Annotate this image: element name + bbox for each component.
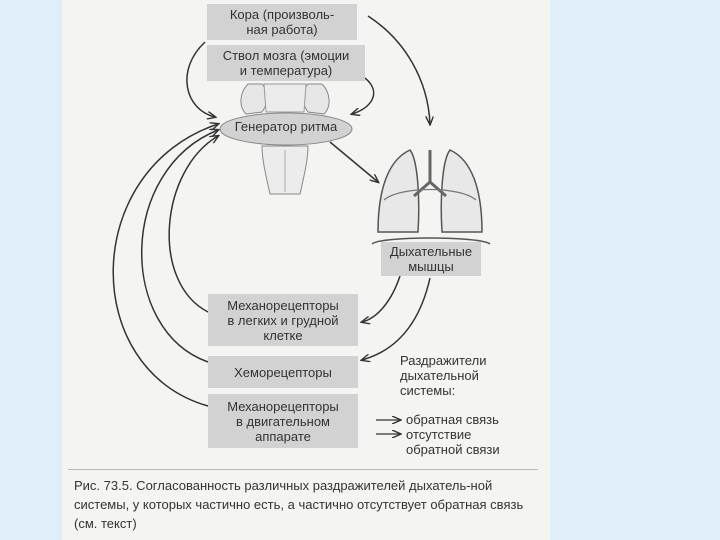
generator-ellipse — [219, 112, 353, 146]
legend-feedback-label: обратная связь — [406, 412, 499, 427]
lungs-illustration — [371, 149, 491, 245]
mechanoreceptors-motor-box: Механорецепторы в двигательном аппарате — [208, 394, 358, 448]
legend-no-feedback-label: отсутствие обратной связи — [406, 427, 500, 457]
brainstem-illustration — [240, 83, 330, 195]
mechanoreceptors-lungs-box: Механорецепторы в легких и грудной клетк… — [208, 294, 358, 346]
generator-label: Генератор ритма — [234, 119, 338, 134]
figure-caption: Рис. 73.5. Согласованность различных раз… — [74, 478, 524, 531]
caption-divider — [68, 469, 538, 470]
chemoreceptors-box: Хеморецепторы — [208, 356, 358, 388]
brainstem-box: Ствол мозга (эмоции и температура) — [207, 45, 365, 81]
legend-title: Раздражители дыхательной системы: — [400, 353, 487, 398]
respiratory-muscles-box: Дыхательные мышцы — [381, 242, 481, 276]
cortex-box: Кора (произволь- ная работа) — [207, 4, 357, 40]
